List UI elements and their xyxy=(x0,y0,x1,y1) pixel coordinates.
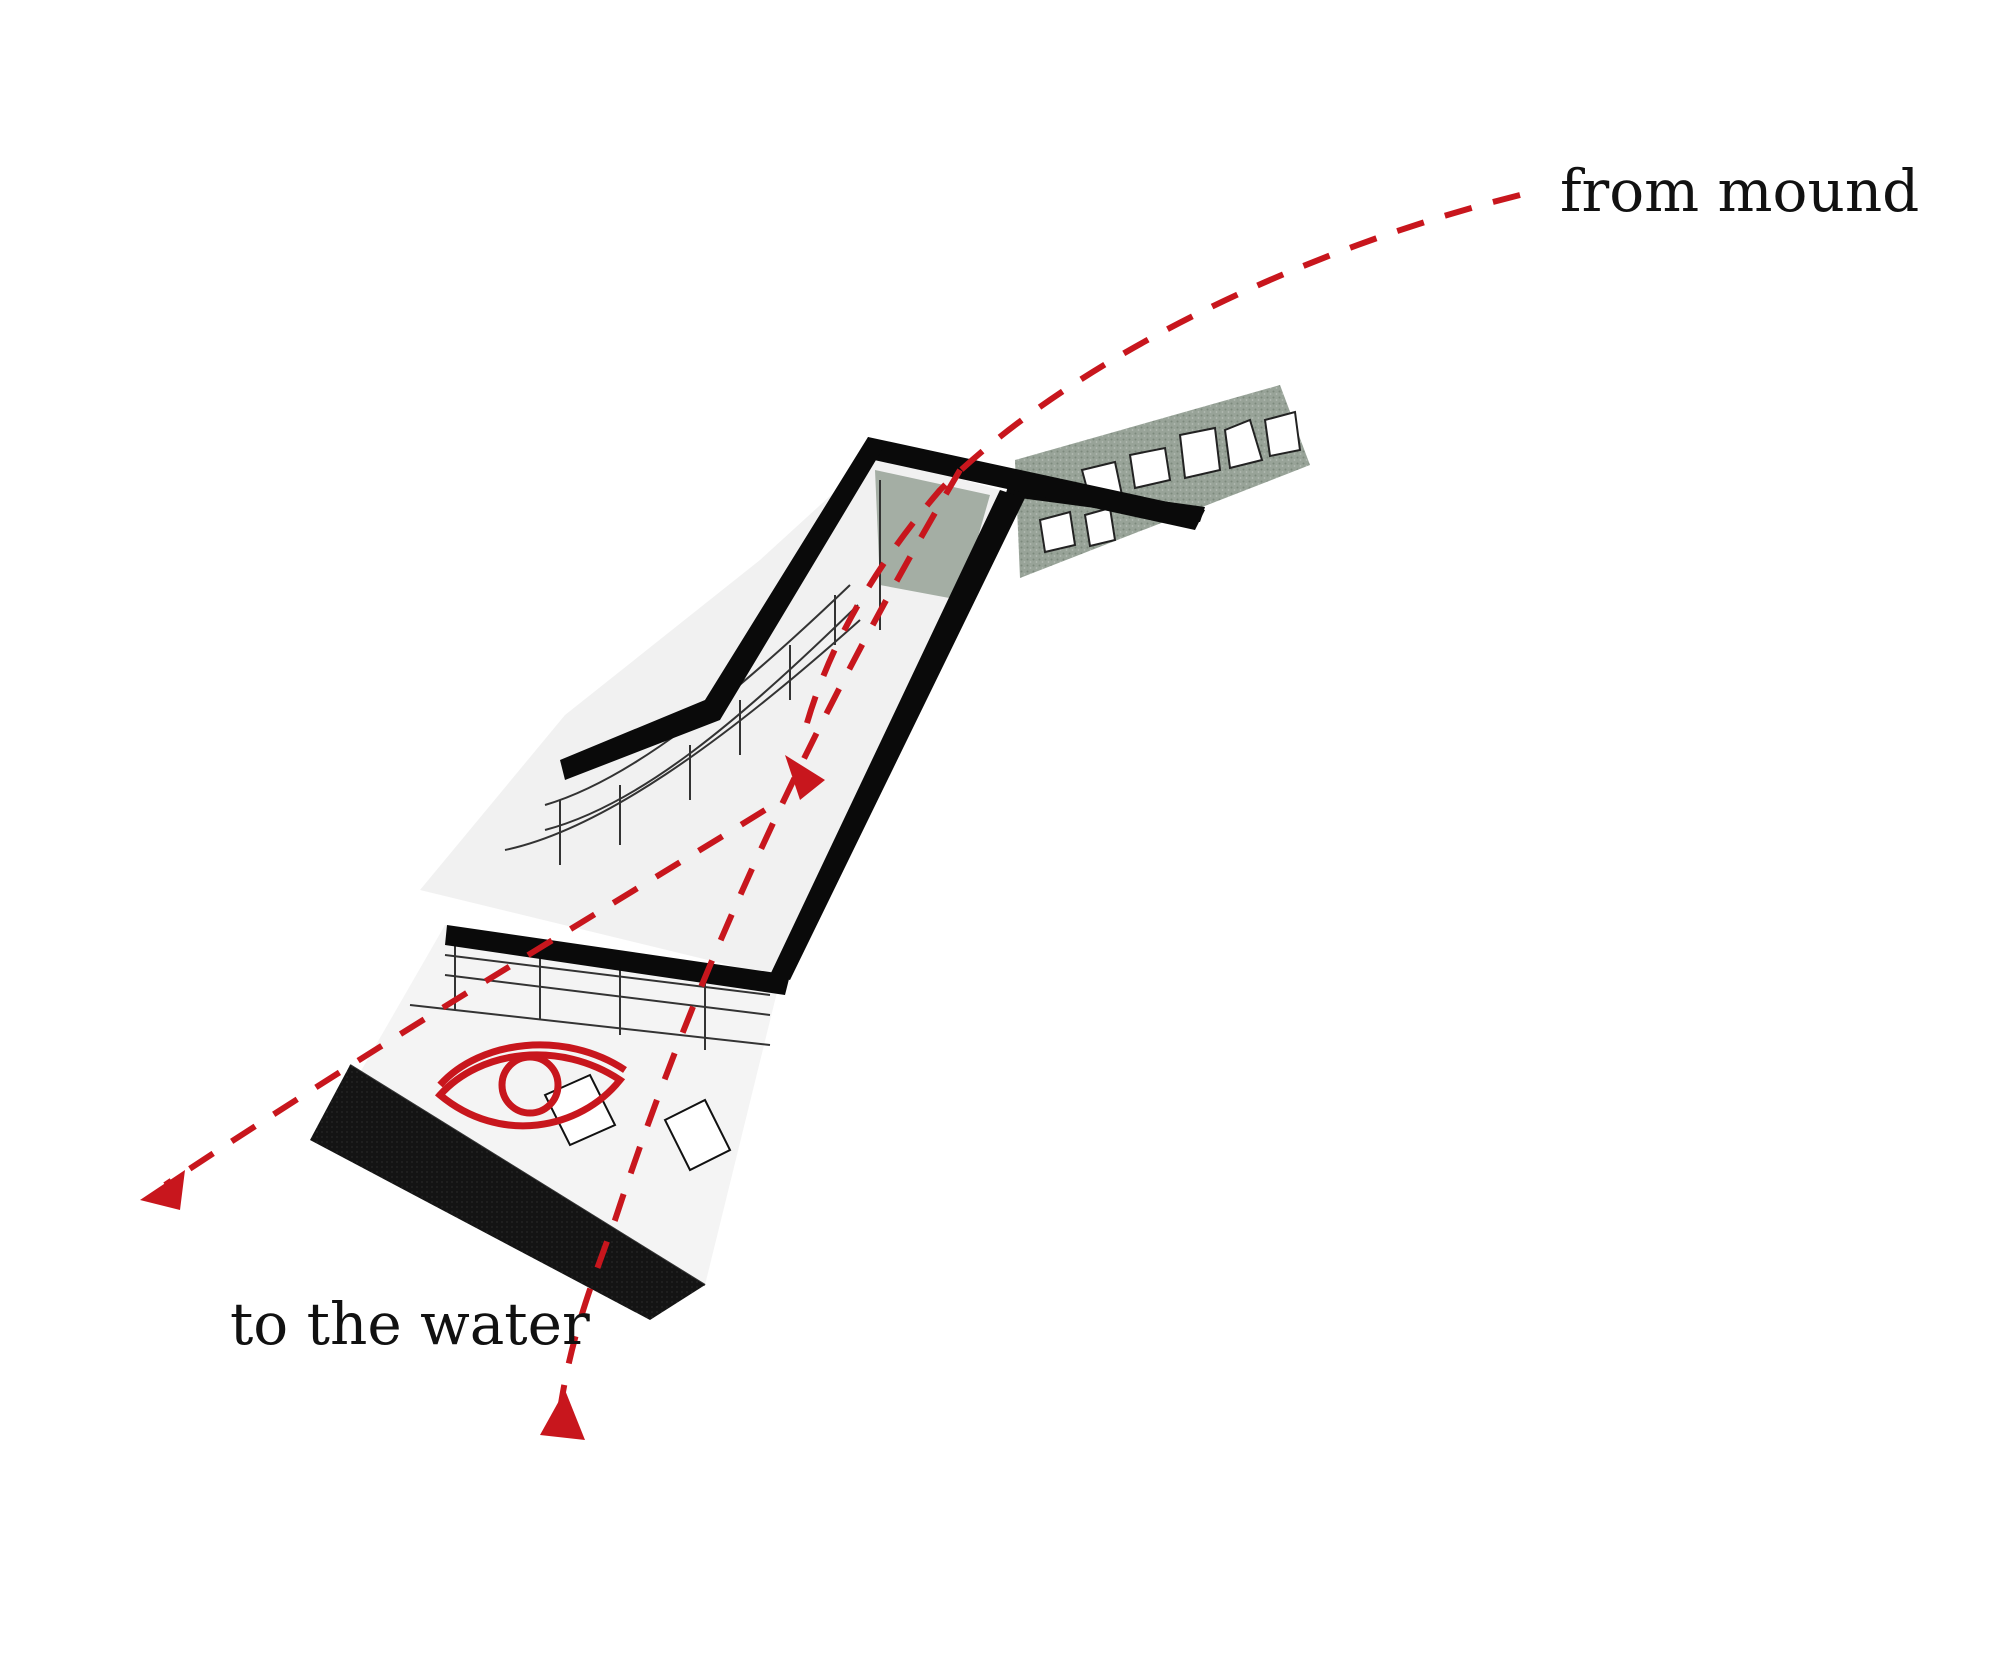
pier-walls xyxy=(445,437,1205,995)
from-mound-label: from mound xyxy=(1560,157,1920,225)
ground-strip xyxy=(310,1065,705,1320)
to-the-water-label: to the water xyxy=(230,1290,590,1358)
eye-icon xyxy=(434,1041,627,1130)
railings xyxy=(349,480,881,1286)
arrow-heads xyxy=(140,755,825,1440)
flow-paths xyxy=(163,192,1521,1411)
